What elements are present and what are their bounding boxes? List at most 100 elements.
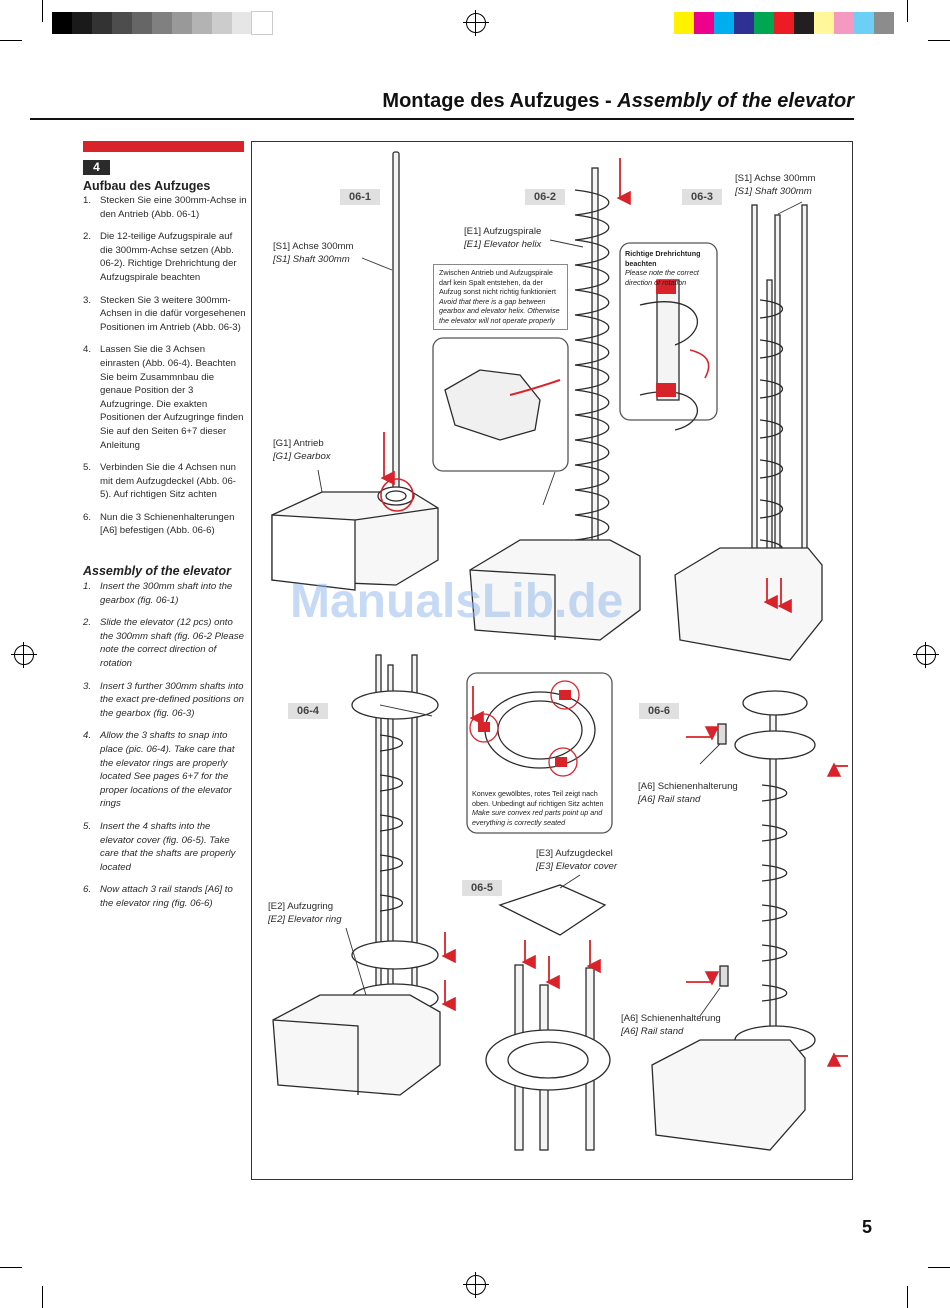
crop-mark: [42, 0, 43, 22]
registration-mark: [463, 10, 489, 36]
instruction-item: 2. Slide the elevator (12 pcs) onto the 3…: [83, 616, 247, 670]
callout-e3: [E3] Aufzugdeckel [E3] Elevator cover: [536, 847, 617, 873]
highlight-circle: [469, 713, 499, 743]
callout-e2-en: [E2] Elevator ring: [268, 914, 342, 925]
section-title-de: Aufbau des Aufzuges: [83, 179, 211, 193]
page-title-en: Assembly of the elevator: [617, 90, 854, 112]
callout-e2-de: [E2] Aufzugring: [268, 901, 334, 912]
fig-label-06-6: 06-6: [639, 703, 679, 719]
instruction-text: Lassen Sie die 3 Achsen einrasten (Abb. …: [100, 344, 244, 451]
crop-mark: [0, 1267, 22, 1268]
instructions-de: 1. Stecken Sie eine 300mm-Achse in den An…: [83, 194, 247, 547]
note-rotation-en: Please note the correct direction of rot…: [625, 268, 699, 287]
callout-g1: [G1] Antrieb [G1] Gearbox: [273, 437, 331, 463]
instruction-number: 3.: [83, 680, 92, 692]
callout-e1: [E1] Aufzugspirale [E1] Elevator helix: [464, 225, 541, 251]
figure-frame: [251, 141, 853, 1180]
registration-mark: [11, 642, 37, 668]
callout-a6-bottom-en: [A6] Rail stand: [621, 1026, 684, 1037]
instruction-text: Stecken Sie eine 300mm-Achse in den Antr…: [100, 195, 247, 220]
instruction-number: 5.: [83, 820, 92, 832]
instruction-item: 2. Die 12-teilige Aufzugspirale auf die 3…: [83, 230, 247, 284]
note-rotation-de: Richtige Drehrichtung beachten: [625, 249, 701, 268]
section-title-en: Assembly of the elevator: [83, 564, 231, 578]
crop-mark: [928, 40, 950, 41]
instruction-item: 5. Verbinden Sie die 4 Achsen nun mit dem…: [83, 461, 247, 502]
callout-a6-bottom: [A6] Schienenhalterung [A6] Rail stand: [621, 1012, 721, 1038]
crop-mark: [42, 1286, 43, 1308]
highlight-circle: [550, 680, 580, 710]
instruction-number: 5.: [83, 462, 92, 474]
instruction-text: Insert the 4 shafts into the elevator co…: [100, 820, 236, 873]
fig-06-2-drawing: [432, 167, 718, 641]
watermark: ManualsLib.de: [290, 575, 624, 628]
instruction-item: 3.Stecken Sie 3 weitere 300mm-Achsen in …: [83, 294, 247, 335]
section-accent-bar: [83, 141, 244, 152]
callout-e2: [E2] Aufzugring [E2] Elevator ring: [268, 900, 342, 926]
instruction-text: Allow the 3 shafts to snap into place (p…: [100, 730, 235, 810]
note-convex-de: Konvex gewölbtes, rotes Teil zeigt nach …: [472, 789, 604, 808]
instruction-text: Nun die 3 Schienenhalterungen [A6] befes…: [100, 511, 235, 537]
callout-a6-bottom-de: [A6] Schienenhalterung: [621, 1013, 721, 1024]
note-gap-en: Avoid that there is a gap between gearbo…: [439, 296, 560, 325]
instruction-text: Slide the elevator (12 pcs) onto the 300…: [100, 617, 244, 669]
instruction-number: 2.: [83, 617, 92, 629]
note-convex-en: Make sure convex red parts point up and …: [472, 808, 603, 827]
instruction-item: 4. Allow the 3 shafts to snap into place …: [83, 729, 247, 811]
instruction-number: 1.: [83, 195, 92, 206]
callout-e3-de: [E3] Aufzugdeckel: [536, 848, 613, 859]
page-title-de: Montage des Aufzuges -: [382, 90, 618, 112]
instruction-number: 4.: [83, 730, 92, 742]
instruction-text: Die 12-teilige Aufzugspirale auf die 300…: [100, 231, 237, 283]
callout-e1-de: [E1] Aufzugspirale: [464, 226, 542, 237]
red-arrows: [380, 158, 848, 1067]
instruction-item: 1. Stecken Sie eine 300mm-Achse in den An…: [83, 194, 247, 221]
fig-06-6-drawing: [651, 690, 816, 1151]
instruction-text: Verbinden Sie die 4 Achsen nun mit dem A…: [100, 462, 237, 501]
callout-s1-left: [S1] Achse 300mm [S1] Shaft 300mm: [273, 240, 354, 266]
leader-lines: [317, 201, 803, 1017]
note-rotation: Richtige Drehrichtung beachten Please no…: [620, 246, 717, 287]
instruction-number: 6.: [83, 884, 92, 896]
registration-mark: [463, 1272, 489, 1298]
callout-g1-en: [G1] Gearbox: [273, 451, 331, 462]
instruction-number: 4.: [83, 344, 92, 356]
highlight-circle: [548, 747, 578, 777]
page-title: Montage des Aufzuges - Assembly of the e…: [382, 90, 854, 113]
callout-e3-en: [E3] Elevator cover: [536, 861, 618, 872]
instruction-item: 6.Nun die 3 Schienenhalterungen [A6] bef…: [83, 511, 247, 538]
fig-06-1-drawing: [271, 151, 439, 591]
step-number-badge: 4: [83, 160, 110, 175]
fig-label-06-3: 06-3: [682, 189, 722, 205]
callout-e1-en: [E1] Elevator helix: [464, 239, 542, 250]
instruction-item: 6. Now attach 3 rail stands [A6] to the e…: [83, 883, 247, 910]
instruction-number: 2.: [83, 231, 92, 243]
note-gap-de: Zwischen Antrieb und Aufzugspirale darf …: [439, 268, 557, 297]
fig-06-5-drawing: [485, 884, 611, 1151]
callout-a6-top-en: [A6] Rail stand: [638, 794, 701, 805]
instruction-number: 1.: [83, 581, 92, 592]
instructions-en: 1. Insert the 300mm shaft into the gearbo…: [83, 580, 247, 919]
crop-mark: [0, 40, 22, 41]
callout-s1-right-en: [S1] Shaft 300mm: [735, 186, 812, 197]
header-rule: [30, 118, 854, 120]
fig-label-06-2: 06-2: [525, 189, 565, 205]
instruction-item: 3.Insert 3 further 300mm shafts into the…: [83, 680, 247, 721]
note-gap: Zwischen Antrieb und Aufzugspirale darf …: [433, 264, 568, 330]
callout-s1-right-de: [S1] Achse 300mm: [735, 173, 816, 184]
instruction-item: 4. Lassen Sie die 3 Achsen einrasten (Abb…: [83, 343, 247, 452]
ring-detail-inset: [466, 672, 613, 834]
instruction-item: 1. Insert the 300mm shaft into the gearbo…: [83, 580, 247, 607]
grayscale-bar: [52, 11, 273, 35]
callout-s1-right: [S1] Achse 300mm [S1] Shaft 300mm: [735, 172, 816, 198]
crop-mark: [907, 1286, 908, 1308]
instruction-text: Now attach 3 rail stands [A6] to the ele…: [100, 884, 233, 909]
instruction-text: Insert the 300mm shaft into the gearbox …: [100, 581, 233, 606]
note-convex: Konvex gewölbtes, rotes Teil zeigt nach …: [467, 786, 612, 832]
instruction-number: 3.: [83, 294, 92, 306]
crop-mark: [907, 0, 908, 22]
callout-a6-top-de: [A6] Schienenhalterung: [638, 781, 738, 792]
color-bar: [674, 12, 894, 34]
callout-a6-top: [A6] Schienenhalterung [A6] Rail stand: [638, 780, 738, 806]
